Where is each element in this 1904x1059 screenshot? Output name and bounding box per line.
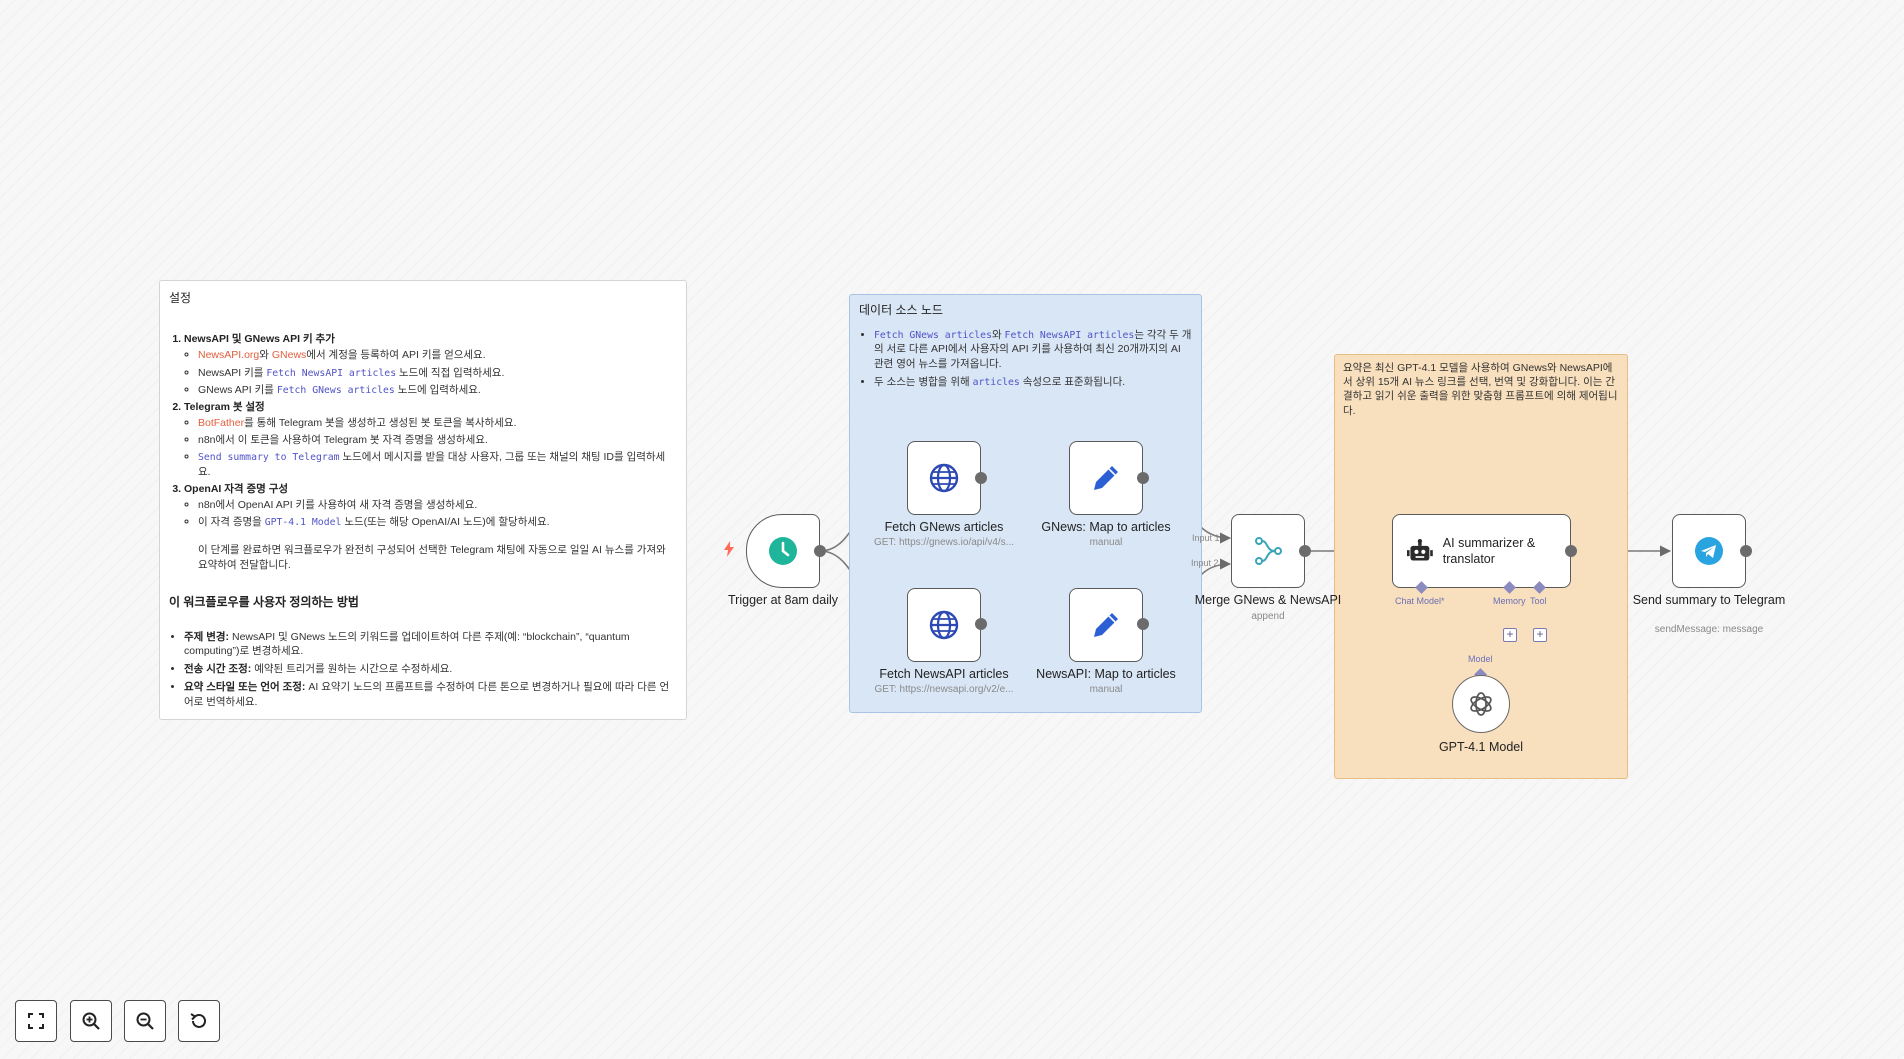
node-merge[interactable] <box>1231 514 1305 588</box>
ai-summarizer-label: AI summarizer & translator <box>1442 535 1536 566</box>
reset-zoom-button[interactable] <box>178 1000 220 1042</box>
globe-icon <box>929 610 959 640</box>
setup-step-2-item-1: BotFather를 통해 Telegram 봇을 생성하고 생성된 봇 토큰을… <box>198 416 677 430</box>
merge-input-2-label: Input 2 <box>1191 558 1219 568</box>
fetch-gnews-output-port[interactable] <box>975 472 987 484</box>
setup-step-3-item-1: n8n에서 OpenAI API 키를 사용하여 새 자격 증명을 생성하세요. <box>198 498 677 512</box>
gpt-model-label: GPT-4.1 Model <box>1438 740 1524 754</box>
setup-step-2-item-2: n8n에서 이 토큰을 사용하여 Telegram 봇 자격 증명을 생성하세요… <box>198 433 677 447</box>
pencil-icon <box>1094 613 1118 637</box>
trigger-lightning-icon <box>724 541 734 557</box>
newsapi-link[interactable]: NewsAPI.org <box>198 349 260 362</box>
data-source-list: Fetch GNews articles와 Fetch NewsAPI arti… <box>859 328 1192 389</box>
zoom-out-icon <box>136 1012 154 1030</box>
setup-step-1: NewsAPI 및 GNews API 키 추가 NewsAPI.org와 GN… <box>184 332 677 397</box>
node-ai-summarizer[interactable]: AI summarizer & translator <box>1392 514 1571 588</box>
zoom-out-button[interactable] <box>124 1000 166 1042</box>
merge-label: Merge GNews & NewsAPI <box>1194 593 1342 607</box>
setup-step-1-item-2: NewsAPI 키를 Fetch NewsAPI articles 노드에 직접… <box>198 366 677 380</box>
telegram-label: Send summary to Telegram <box>1632 593 1786 607</box>
setup-step-3: OpenAI 자격 증명 구성 n8n에서 OpenAI API 키를 사용하여… <box>184 482 677 530</box>
fit-view-icon <box>28 1013 44 1029</box>
setup-note-title: 설정 <box>169 291 192 305</box>
tool-label: Tool <box>1530 596 1547 606</box>
fetch-newsapi-subtitle: GET: https://newsapi.org/v2/e... <box>874 684 1014 695</box>
node-gpt-model[interactable] <box>1452 675 1510 733</box>
sticky-note-data-sources[interactable]: 데이터 소스 노드 Fetch GNews articles와 Fetch Ne… <box>849 294 1202 713</box>
node-telegram[interactable] <box>1672 514 1746 588</box>
openai-icon <box>1470 692 1492 716</box>
model-port-label: Model <box>1468 654 1493 664</box>
fetch-newsapi-output-port[interactable] <box>975 618 987 630</box>
fetch-gnews-label: Fetch GNews articles <box>884 520 1004 534</box>
gnews-map-label: GNews: Map to articles <box>1041 520 1171 534</box>
customize-item-3: 요약 스타일 또는 언어 조정: AI 요약기 노드의 프롬프트를 수정하여 다… <box>184 680 677 708</box>
newsapi-map-output-port[interactable] <box>1137 618 1149 630</box>
sticky-note-setup[interactable]: 설정 NewsAPI 및 GNews API 키 추가 NewsAPI.org와… <box>159 280 687 720</box>
data-source-item-1: Fetch GNews articles와 Fetch NewsAPI arti… <box>874 328 1192 371</box>
customize-list: 주제 변경: NewsAPI 및 GNews 노드의 키워드를 업데이트하여 다… <box>169 630 677 709</box>
setup-step-3-item-2: 이 자격 증명을 GPT-4.1 Model 노드(또는 해당 OpenAI/A… <box>198 515 677 529</box>
node-newsapi-map[interactable] <box>1069 588 1143 662</box>
customize-item-2: 전송 시간 조정: 예약된 트리거를 원하는 시간으로 수정하세요. <box>184 662 677 676</box>
node-gnews-map[interactable] <box>1069 441 1143 515</box>
zoom-in-icon <box>82 1012 100 1030</box>
clock-icon <box>769 537 797 565</box>
memory-label: Memory <box>1493 596 1526 606</box>
reset-zoom-icon <box>190 1013 206 1028</box>
data-source-item-2: 두 소스는 병합을 위해 articles 속성으로 표준화됩니다. <box>874 375 1192 389</box>
chat-model-label: Chat Model* <box>1395 596 1445 606</box>
gnews-map-subtitle: manual <box>1089 537 1123 548</box>
robot-icon <box>1407 538 1433 561</box>
pencil-icon <box>1094 466 1118 490</box>
telegram-subtitle: sendMessage: message <box>1654 624 1764 635</box>
globe-icon <box>929 463 959 493</box>
newsapi-map-subtitle: manual <box>1089 684 1123 695</box>
setup-completion-paragraph: 이 단계를 완료하면 워크플로우가 완전히 구성되어 선택한 Telegram … <box>198 544 666 571</box>
summary-note-text: 요약은 최신 GPT-4.1 모델을 사용하여 GNews와 NewsAPI에서… <box>1343 362 1618 417</box>
gnews-link[interactable]: GNews <box>271 349 307 362</box>
merge-icon <box>1255 537 1282 565</box>
node-trigger[interactable] <box>746 514 820 588</box>
telegram-output-port[interactable] <box>1740 545 1752 557</box>
newsapi-map-label: NewsAPI: Map to articles <box>1036 667 1176 681</box>
setup-step-2: Telegram 봇 설정 BotFather를 통해 Telegram 봇을 … <box>184 400 677 479</box>
fit-view-button[interactable] <box>15 1000 57 1042</box>
trigger-label: Trigger at 8am daily <box>728 593 838 607</box>
ai-output-port[interactable] <box>1565 545 1577 557</box>
merge-output-port[interactable] <box>1299 545 1311 557</box>
node-fetch-gnews[interactable] <box>907 441 981 515</box>
fetch-newsapi-label: Fetch NewsAPI articles <box>879 667 1009 681</box>
setup-step-2-item-3: Send summary to Telegram 노드에서 메시지를 받을 대상… <box>198 450 677 478</box>
merge-subtitle: append <box>1251 611 1285 622</box>
telegram-icon <box>1695 537 1723 565</box>
node-fetch-newsapi[interactable] <box>907 588 981 662</box>
trigger-output-port[interactable] <box>814 545 826 557</box>
zoom-in-button[interactable] <box>70 1000 112 1042</box>
data-source-note-title: 데이터 소스 노드 <box>859 303 943 317</box>
customize-item-1: 주제 변경: NewsAPI 및 GNews 노드의 키워드를 업데이트하여 다… <box>184 630 677 658</box>
setup-step-1-item-3: GNews API 키를 Fetch GNews articles 노드에 입력… <box>198 383 677 397</box>
add-memory-button[interactable]: + <box>1503 628 1517 642</box>
setup-step-1-item-1: NewsAPI.org와 GNews에서 계정을 등록하여 API 키를 얻으세… <box>198 348 677 362</box>
gnews-map-output-port[interactable] <box>1137 472 1149 484</box>
botfather-link[interactable]: BotFather <box>198 417 245 430</box>
fetch-gnews-subtitle: GET: https://gnews.io/api/v4/s... <box>873 537 1015 548</box>
merge-input-1-label: Input 1 <box>1192 533 1220 543</box>
customize-heading: 이 워크플로우를 사용자 정의하는 방법 <box>169 594 359 609</box>
setup-steps-list: NewsAPI 및 GNews API 키 추가 NewsAPI.org와 GN… <box>169 332 677 529</box>
add-tool-button[interactable]: + <box>1533 628 1547 642</box>
